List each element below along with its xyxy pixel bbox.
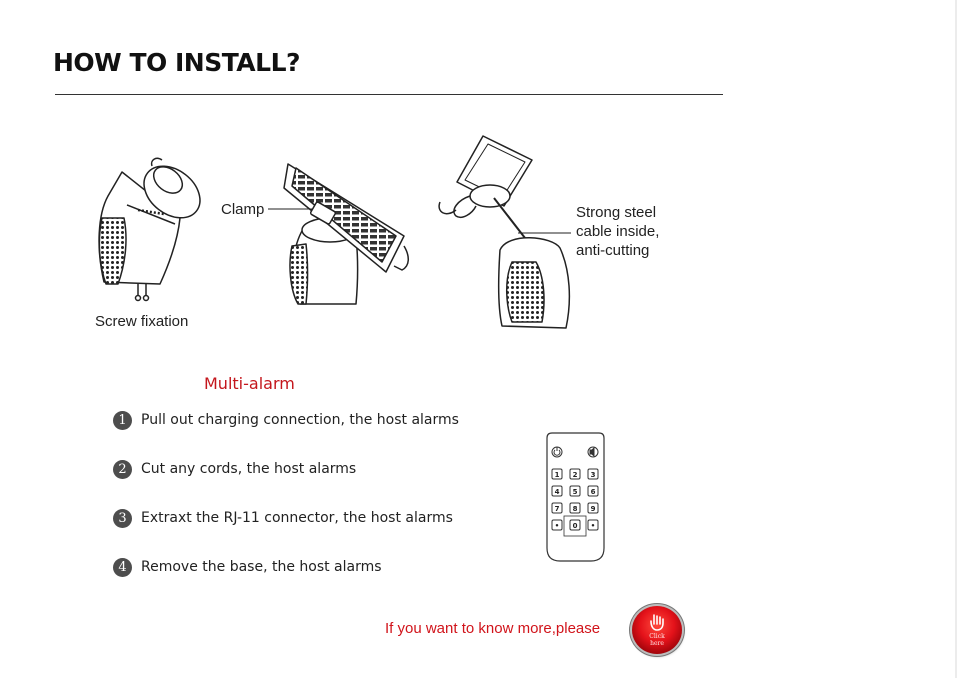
alarm-step-3: 3 Extraxt the RJ-11 connector, the host …: [113, 508, 453, 528]
clamp-label: Clamp: [221, 201, 265, 218]
remote-key-label: 8: [573, 505, 578, 513]
step-number-badge: 3: [113, 508, 132, 528]
step-text: Cut any cords, the host alarms: [141, 461, 357, 477]
cable-device-illustration: [438, 135, 571, 329]
page-edge-divider: [955, 0, 957, 678]
page-title: HOW TO INSTALL?: [53, 48, 301, 77]
remote-key: [551, 485, 563, 497]
clamp-device-illustration: [283, 163, 409, 305]
remote-key: [587, 502, 599, 514]
click-label: Click: [649, 633, 665, 640]
remote-key-label: 0: [573, 522, 578, 530]
alarm-step-1: 1 Pull out charging connection, the host…: [113, 410, 459, 430]
base-device-illustration: [98, 157, 201, 302]
remote-key: [569, 468, 581, 480]
alarm-step-2: 2 Cut any cords, the host alarms: [113, 459, 356, 479]
here-label: here: [650, 640, 664, 647]
remote-key-label: •: [555, 522, 559, 530]
remote-key-label: 5: [573, 488, 578, 496]
remote-key: [569, 502, 581, 514]
remote-key: [551, 468, 563, 480]
step-text: Pull out charging connection, the host a…: [141, 412, 459, 428]
remote-key-label: 2: [573, 471, 578, 479]
remote-key: [587, 468, 599, 480]
step-number-badge: 4: [113, 557, 132, 577]
step-text: Remove the base, the host alarms: [141, 559, 382, 575]
remote-control-illustration: 1 2 3 4 5 6 7 8 9 • 0 •: [546, 432, 605, 562]
click-here-button[interactable]: Click here: [632, 606, 682, 654]
remote-key: [587, 519, 599, 531]
remote-key: [569, 519, 581, 531]
remote-keypad: 1 2 3 4 5 6 7 8 9 • 0 •: [551, 468, 599, 531]
step-text: Extraxt the RJ-11 connector, the host al…: [141, 510, 453, 526]
steel-cable-line-2: cable inside,: [576, 223, 660, 240]
power-icon: [551, 446, 563, 458]
step-number-badge: 2: [113, 459, 132, 479]
hand-pointer-icon: [650, 614, 664, 631]
more-info-text: If you want to know more,please: [385, 620, 601, 637]
remote-key-label: •: [591, 522, 595, 530]
steel-cable-line-3: anti-cutting: [576, 242, 650, 259]
remote-key-label: 6: [591, 488, 596, 496]
alarm-step-4: 4 Remove the base, the host alarms: [113, 557, 382, 577]
remote-key-label: 9: [591, 505, 596, 513]
multi-alarm-title: Multi-alarm: [204, 374, 295, 393]
remote-key-label: 1: [555, 471, 560, 479]
screw-fixation-label: Screw fixation: [95, 313, 189, 330]
remote-key-label: 7: [555, 505, 560, 513]
remote-key: [587, 485, 599, 497]
title-underline: [55, 94, 723, 95]
remote-key: [551, 502, 563, 514]
remote-key-label: 3: [591, 471, 596, 479]
steel-cable-line-1: Strong steel: [576, 204, 657, 221]
mute-icon: [587, 446, 599, 458]
remote-key: [569, 485, 581, 497]
step-number-badge: 1: [113, 410, 132, 430]
steel-cable-label: Strong steel cable inside, anti-cutting: [576, 203, 659, 260]
remote-key: [551, 519, 563, 531]
remote-key-label: 4: [555, 488, 560, 496]
